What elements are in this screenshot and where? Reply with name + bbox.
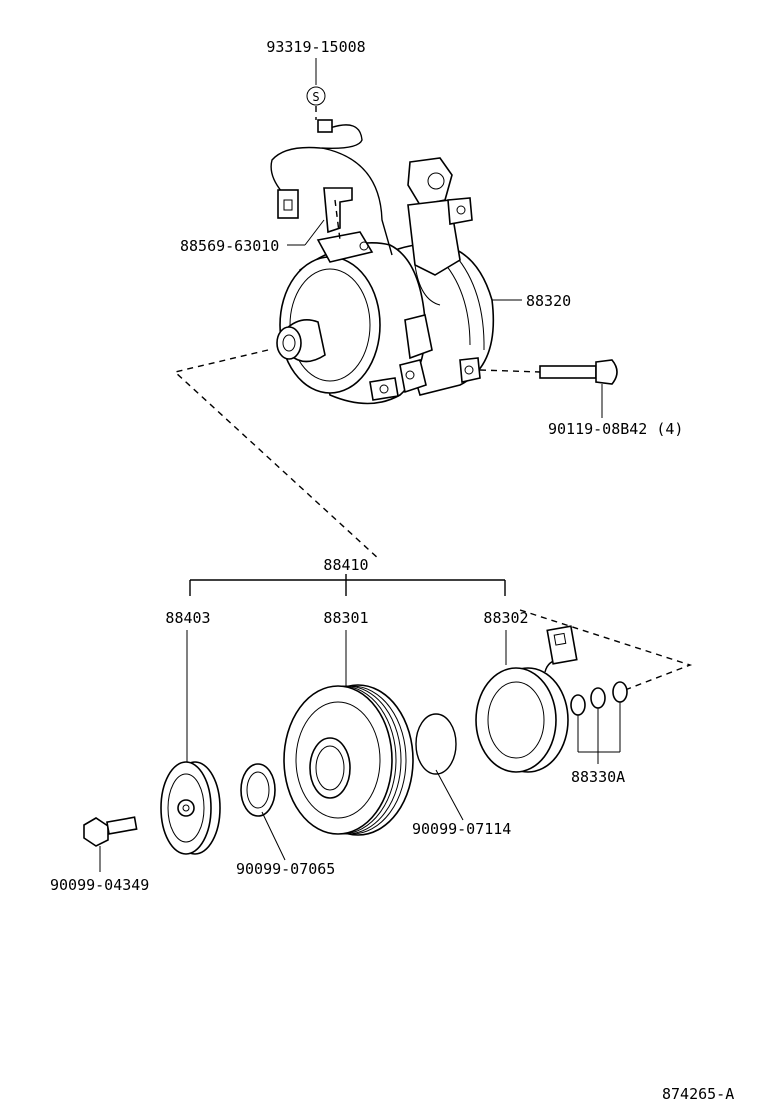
label-pulley: 88301 [323, 609, 368, 627]
label-clutch-assy: 88410 [323, 556, 368, 574]
label-shims: 88330A [571, 768, 625, 786]
stator-coil [475, 625, 578, 773]
center-bolt [83, 816, 138, 872]
diagram-id: 874265-A [662, 1085, 734, 1103]
label-pressure-plate: 88403 [165, 609, 210, 627]
label-center-bolt: 90099-04349 [50, 876, 149, 894]
label-snap-ring-large: 90099-07114 [412, 820, 511, 838]
s-mark: S [312, 90, 319, 104]
pressure-plate [160, 761, 221, 855]
shims [570, 681, 628, 764]
compressor-assembly [270, 119, 495, 405]
label-bracket: 88569-63010 [180, 237, 279, 255]
label-mount-bolt: 90119-08B42 (4) [548, 420, 683, 438]
label-snap-ring-small: 90099-07065 [236, 860, 335, 878]
pulley [283, 684, 414, 836]
snap-ring-small [240, 763, 286, 861]
snap-ring-large [415, 713, 464, 821]
s-mark-circle [306, 86, 326, 106]
label-compressor: 88320 [526, 292, 571, 310]
mount-bolt [479, 359, 618, 418]
label-stator: 88302 [483, 609, 528, 627]
label-sensor-bolt: 93319-15008 [266, 38, 365, 56]
